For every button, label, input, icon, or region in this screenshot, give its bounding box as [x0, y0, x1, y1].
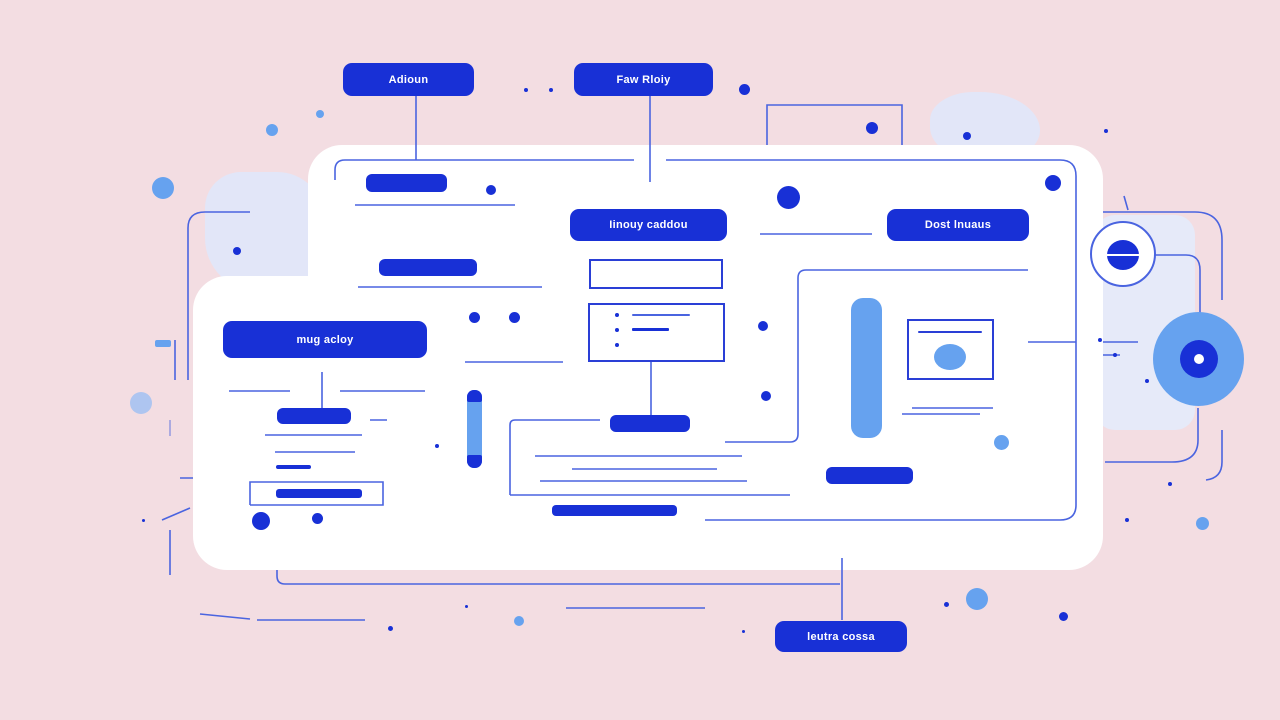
bottom-bar	[552, 505, 677, 516]
float-dot	[130, 392, 152, 414]
list-line-2	[632, 328, 669, 331]
record-button-center	[1194, 354, 1204, 364]
tag-left[interactable]: mug acloy	[223, 321, 427, 358]
float-dot	[1196, 517, 1209, 530]
dot	[758, 321, 768, 331]
tag-right[interactable]: Dost lnuaus	[887, 209, 1029, 241]
dot	[1045, 175, 1061, 191]
float-dot	[1145, 379, 1149, 383]
float-dot	[155, 340, 171, 347]
float-dot	[266, 124, 278, 136]
float-dot	[1125, 518, 1129, 522]
tag-bottom[interactable]: leutra cossa	[775, 621, 907, 652]
float-dot	[1168, 482, 1172, 486]
dot	[509, 312, 520, 323]
dot	[761, 391, 771, 401]
dot	[994, 435, 1009, 450]
float-dot	[549, 88, 553, 92]
float-dot	[866, 122, 878, 134]
list-box	[588, 303, 725, 362]
left-bar-1	[277, 408, 351, 424]
float-dot	[465, 605, 468, 608]
float-dot	[966, 588, 988, 610]
bg-blob-left	[205, 172, 325, 292]
left-bar-2	[276, 465, 311, 469]
left-slider[interactable]	[467, 390, 482, 468]
toggle-circle-stripe	[1107, 254, 1139, 256]
left-slider-bottom	[467, 455, 482, 468]
dot	[777, 186, 800, 209]
tag-center[interactable]: Iinouy caddou	[570, 209, 727, 241]
float-dot	[524, 88, 528, 92]
input-box[interactable]	[589, 259, 723, 289]
list-line-1	[632, 314, 690, 316]
float-dot	[233, 247, 241, 255]
dot	[469, 312, 480, 323]
placeholder-bar-2	[379, 259, 477, 276]
float-dot	[1104, 129, 1108, 133]
float-dot	[944, 602, 949, 607]
toggle-circle[interactable]	[1090, 221, 1156, 287]
list-bullet-1	[615, 313, 619, 317]
float-dot	[388, 626, 393, 631]
dot	[252, 512, 270, 530]
image-frame-line	[918, 331, 982, 333]
dot	[435, 444, 439, 448]
float-dot	[514, 616, 524, 626]
float-dot	[963, 132, 971, 140]
dot	[312, 513, 323, 524]
tag-top-left[interactable]: Adioun	[343, 63, 474, 96]
float-dot	[739, 84, 750, 95]
float-dot	[1113, 353, 1117, 357]
center-button-bar[interactable]	[610, 415, 690, 432]
float-dot	[152, 177, 174, 199]
float-dot	[1098, 338, 1102, 342]
placeholder-bar-1	[366, 174, 447, 192]
float-dot	[316, 110, 324, 118]
image-icon	[934, 344, 966, 370]
float-dot	[142, 519, 145, 522]
list-bullet-2	[615, 328, 619, 332]
left-bar-3	[276, 489, 362, 498]
right-bar	[826, 467, 913, 484]
list-bullet-3	[615, 343, 619, 347]
float-dot	[742, 630, 745, 633]
vertical-slider-track[interactable]	[851, 298, 882, 438]
left-slider-top	[467, 390, 482, 402]
float-dot	[1059, 612, 1068, 621]
tag-top-center[interactable]: Faw Rloiy	[574, 63, 713, 96]
dot	[486, 185, 496, 195]
